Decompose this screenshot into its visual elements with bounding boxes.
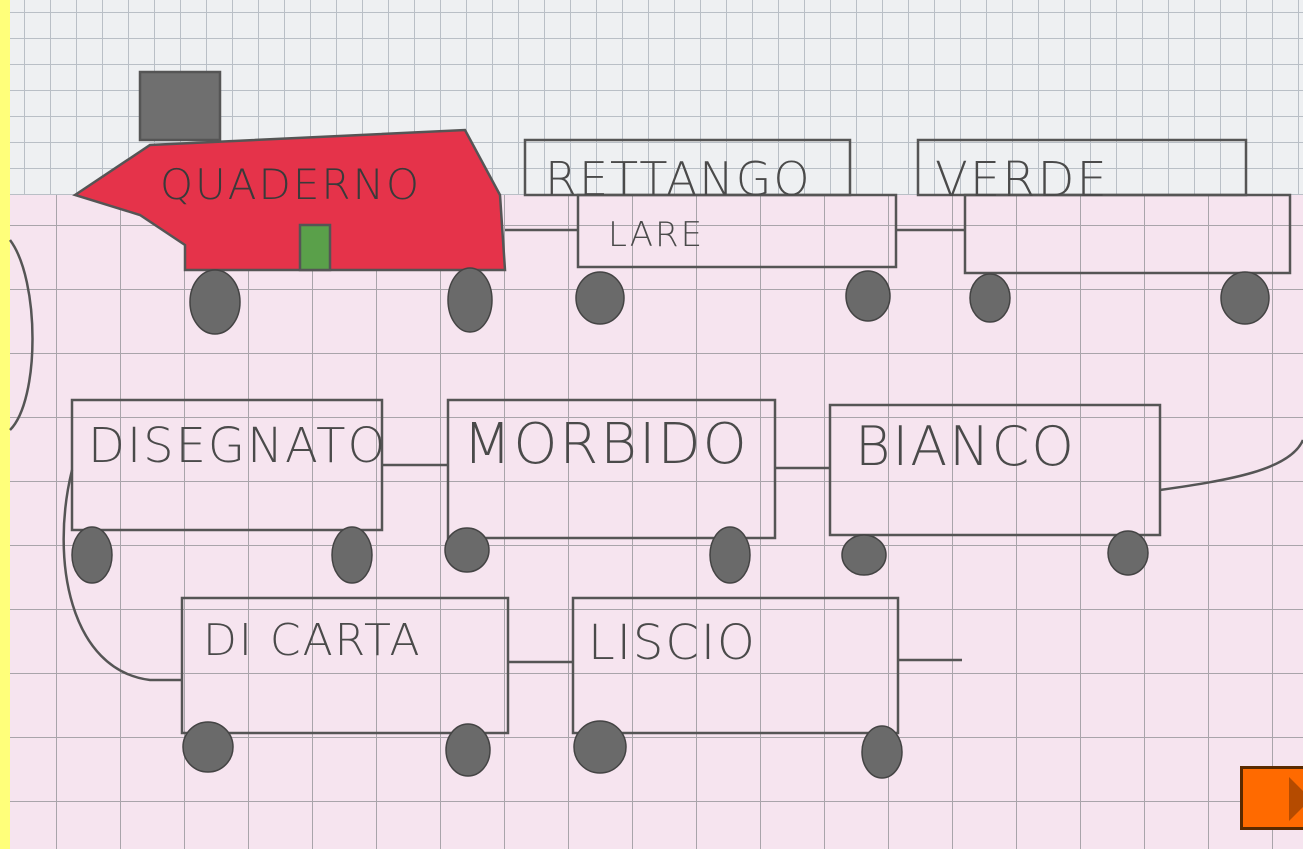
wheel xyxy=(183,722,233,772)
wagon-7-label: LISCIO xyxy=(588,615,757,671)
next-arrow-icon xyxy=(1289,777,1303,821)
wheel xyxy=(576,272,624,324)
locomotive-label: QUADERNO xyxy=(160,160,421,209)
wheel xyxy=(1221,272,1269,324)
wheel xyxy=(332,527,372,583)
wheels xyxy=(72,268,1269,778)
wheel xyxy=(862,726,902,778)
wagon-1-label: RETTANGO xyxy=(545,152,812,206)
wheel xyxy=(846,271,890,321)
wheel xyxy=(190,270,240,334)
wheel xyxy=(72,527,112,583)
wheel xyxy=(574,721,626,773)
wagon-6-label: DI CARTA xyxy=(203,615,422,666)
wheel xyxy=(448,268,492,332)
locomotive-chimney xyxy=(140,72,220,140)
wheel xyxy=(1108,531,1148,575)
wheel xyxy=(842,535,886,575)
locomotive-door xyxy=(300,225,330,270)
wagon-1-label-line2: LARE xyxy=(608,215,704,255)
wheel xyxy=(446,724,490,776)
wagon-5-label: BIANCO xyxy=(855,415,1076,478)
wheel xyxy=(445,528,489,572)
wagon-4-label: MORBIDO xyxy=(463,412,749,477)
wagon-3-label: DISEGNATO xyxy=(88,418,387,474)
next-button[interactable] xyxy=(1240,766,1303,830)
wheel xyxy=(710,527,750,583)
wagon-2-label: VERDE xyxy=(935,152,1109,208)
wheel xyxy=(970,274,1010,322)
